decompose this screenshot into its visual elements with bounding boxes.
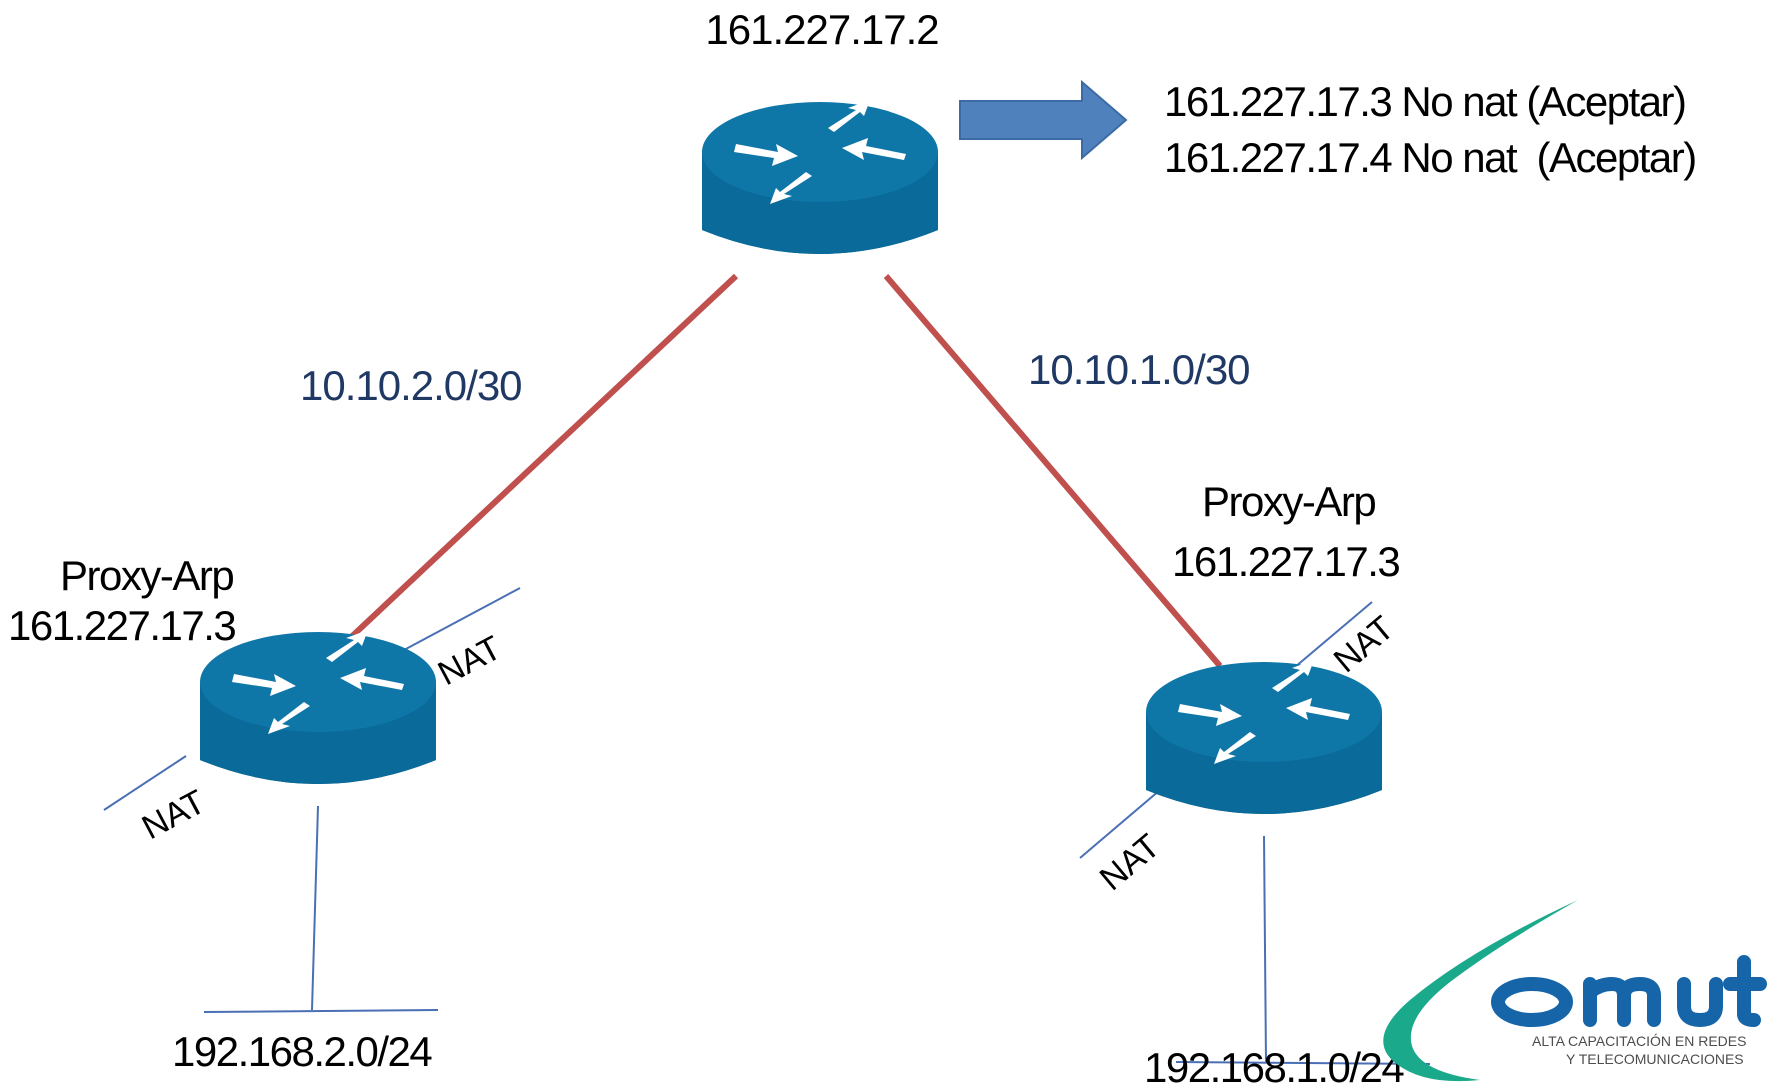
left-nat-outside-label: NAT (432, 629, 508, 693)
logo-letters (1491, 955, 1767, 1028)
right-proxy-arp-label: Proxy-Arp (1202, 478, 1375, 525)
right-lan-segment (1175, 1061, 1431, 1065)
router-right-icon (1146, 660, 1382, 814)
arrow-note-line1: 161.227.17.3 No nat (Aceptar) (1164, 78, 1686, 125)
logo-swoosh (1383, 900, 1578, 1082)
router-left-icon (200, 630, 436, 784)
left-nat-inside-label: NAT (136, 783, 212, 847)
comutel-logo: ALTA CAPACITACIÓN EN REDES Y TELECOMUNIC… (1383, 900, 1767, 1082)
right-nat-outside-label: NAT (1327, 609, 1402, 680)
logo-tagline-line1: ALTA CAPACITACIÓN EN REDES (1532, 1033, 1746, 1049)
left-lan-subnet: 192.168.2.0/24 (172, 1028, 432, 1075)
link-right (883, 274, 1223, 668)
left-nat-inside-wire (103, 755, 187, 811)
left-lan-wire (311, 805, 319, 1011)
logo-tagline-line2: Y TELECOMUNICACIONES (1566, 1051, 1744, 1067)
left-router-ip: 161.227.17.3 (8, 602, 235, 649)
router-top-icon (702, 100, 938, 254)
right-router-ip: 161.227.17.3 (1172, 538, 1399, 585)
right-lan-wire (1263, 835, 1267, 1063)
link-right-subnet: 10.10.1.0/30 (1028, 346, 1250, 393)
top-router-ip: 161.227.17.2 (705, 6, 938, 53)
arrow-note-line2: 161.227.17.4 No nat (Aceptar) (1164, 134, 1696, 181)
left-proxy-arp-label: Proxy-Arp (60, 552, 233, 599)
link-left (345, 273, 739, 643)
right-nat-inside-wire (1079, 789, 1161, 859)
left-lan-segment (203, 1009, 439, 1013)
right-lan-subnet: 192.168.1.0/24 (1144, 1044, 1404, 1085)
arrow-right-icon (959, 79, 1128, 161)
link-left-subnet: 10.10.2.0/30 (300, 362, 522, 409)
left-nat-outside-wire (403, 587, 521, 651)
